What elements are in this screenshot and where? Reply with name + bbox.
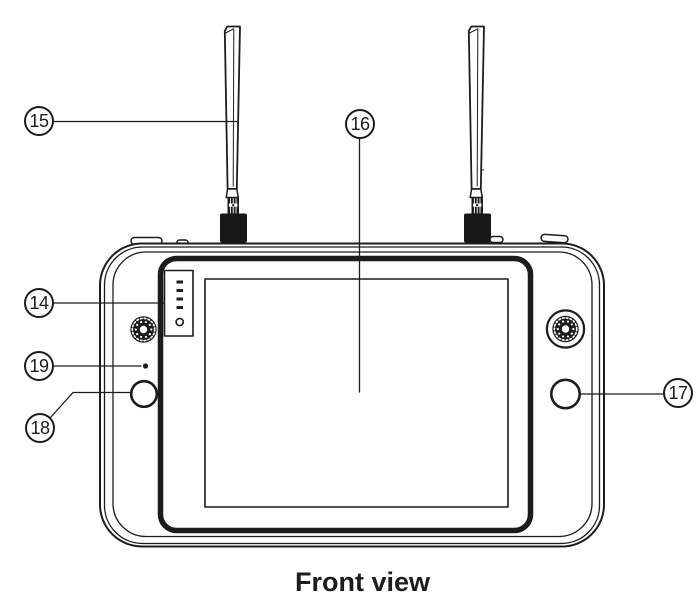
right-control-stick: [545, 309, 586, 349]
callout-17: 17: [663, 378, 693, 408]
callout-18-label: 18: [30, 418, 50, 438]
right-antenna-mount: [464, 213, 491, 243]
right-round-button: [549, 378, 581, 410]
callout-leader-lines: [49, 120, 664, 419]
callout-19: 19: [24, 351, 54, 381]
screen-bezel: [157, 255, 534, 534]
left-round-button: [129, 379, 159, 409]
right-antenna-hinge: [471, 197, 483, 214]
callout-15: 15: [24, 106, 54, 136]
indicator-dot: [142, 363, 149, 369]
callout-18: 18: [25, 413, 55, 443]
callout-15-label: 15: [29, 111, 49, 131]
callout-16-label: 16: [350, 114, 370, 134]
callout-17-label: 17: [668, 383, 688, 403]
right-antenna: [464, 25, 491, 243]
callout-14-label: 14: [29, 293, 49, 313]
left-control-stick: [130, 316, 157, 343]
left-antenna: [220, 25, 247, 243]
callout-14: 14: [24, 288, 54, 318]
left-antenna-hinge: [227, 197, 239, 214]
panel-button: [175, 317, 185, 327]
touchscreen: [204, 278, 509, 508]
left-antenna-mount: [220, 213, 247, 243]
figure-caption: Front view: [294, 567, 430, 597]
leader-18: [49, 391, 132, 419]
callout-19-label: 19: [29, 356, 49, 376]
led-indicator-panel: [163, 269, 194, 337]
callout-16: 16: [345, 109, 375, 139]
